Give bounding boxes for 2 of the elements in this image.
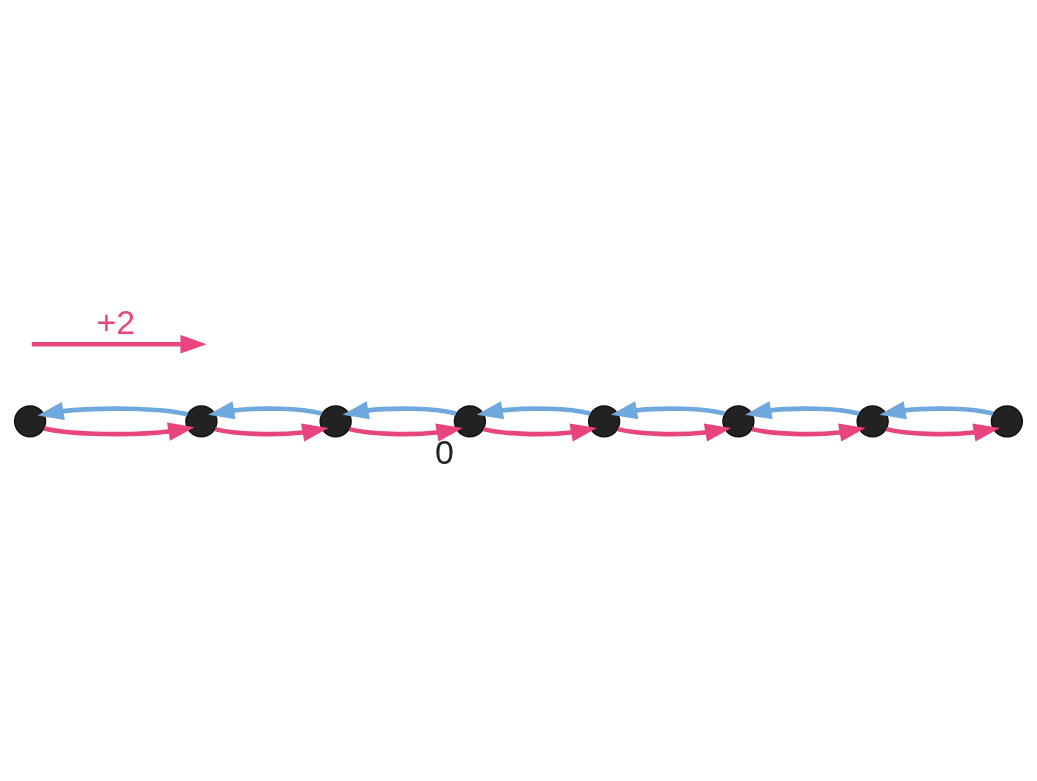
legend-label: +2 — [96, 303, 136, 342]
node-label: 0 — [434, 432, 454, 471]
